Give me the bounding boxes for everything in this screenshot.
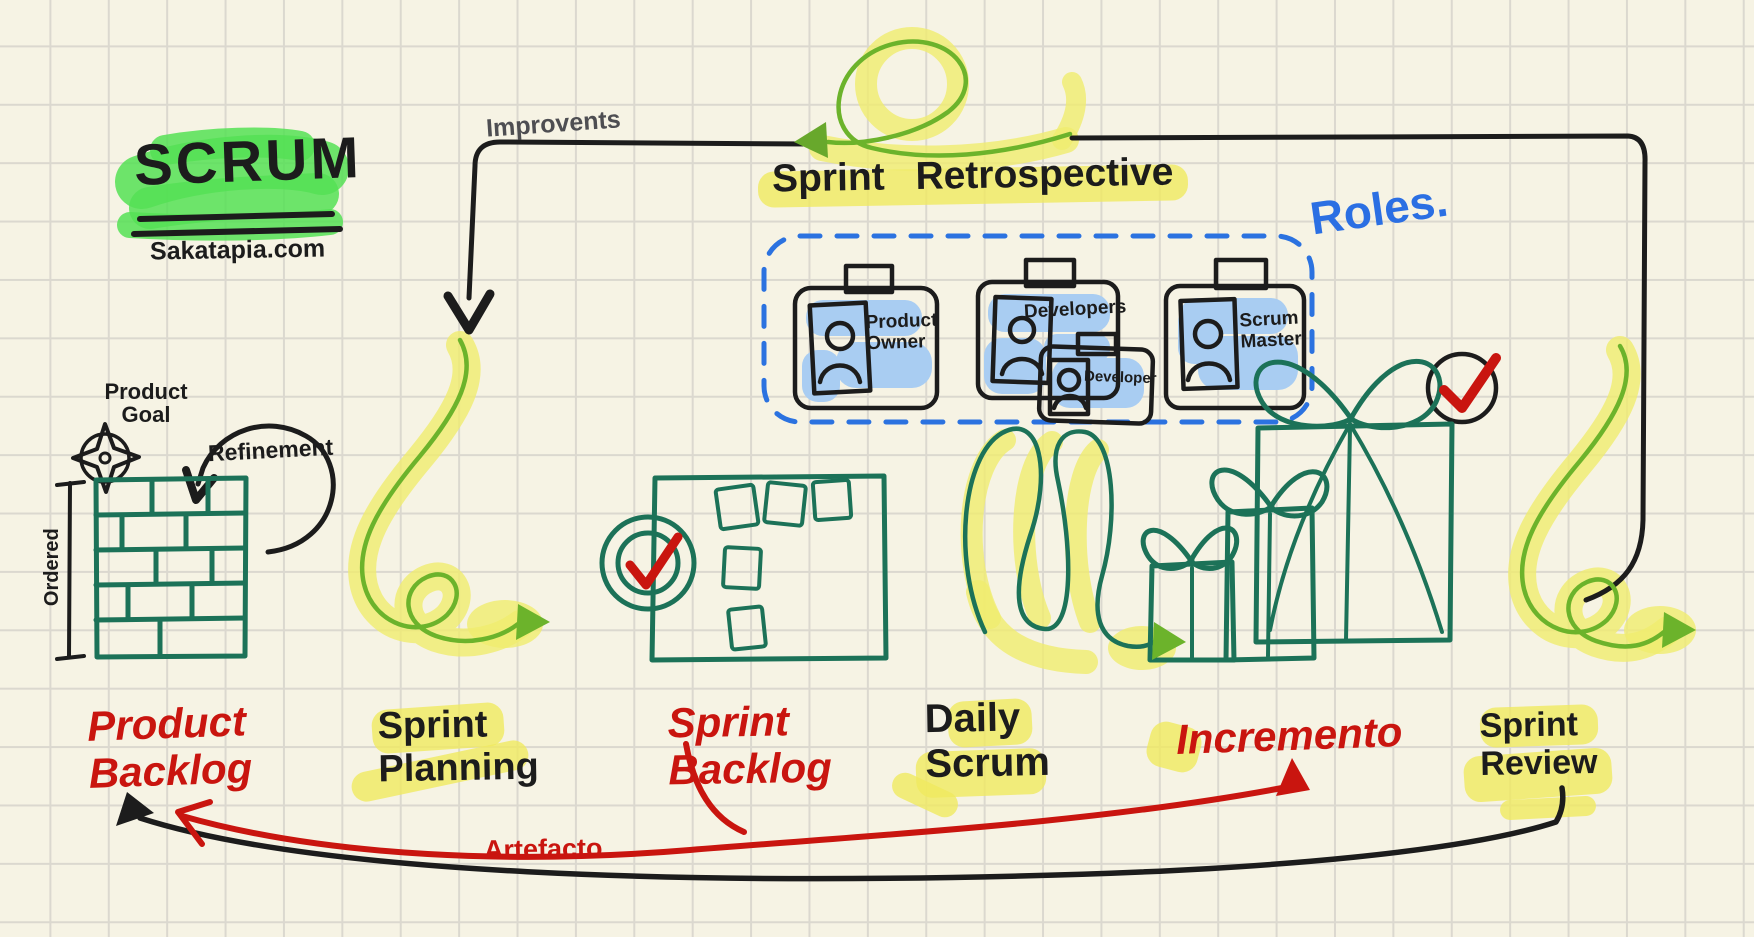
green-highlighter-scrum <box>115 127 349 241</box>
ordered-label: Ordered <box>40 528 63 607</box>
sprint-retrospective-label: Sprint Retrospective <box>771 150 1174 201</box>
sprint-planning-label: Sprint Planning <box>377 703 540 790</box>
red-ink-strokes <box>175 353 1501 860</box>
green-arrow-strokes <box>359 39 1667 649</box>
card-product-owner-label: Product Owner <box>865 309 938 355</box>
green-arrowhead-daily-scrum <box>1152 622 1186 660</box>
product-goal-label: Product Goal <box>104 379 188 428</box>
sprint-backlog-label: Sprint Backlog <box>667 697 833 794</box>
daily-scrum-label: Daily Scrum <box>924 695 1051 786</box>
black-arrowhead-product-backlog <box>116 792 154 826</box>
card-developer-label: Developer <box>1083 367 1157 388</box>
teal-green-drawings <box>93 358 1455 663</box>
incremento-label: Incremento <box>1175 708 1404 763</box>
green-arrowhead-retrospective <box>794 122 828 158</box>
site-label: Sakatapia.com <box>149 234 326 266</box>
card-scrum-master-label: Scrum Master <box>1238 307 1303 353</box>
roles-dashed-box <box>761 233 1315 425</box>
role-badge-cards <box>792 257 1307 426</box>
product-backlog-label: Product Backlog <box>86 697 253 797</box>
scrum-title: SCRUM <box>132 125 363 198</box>
red-arrowhead-incremento <box>1276 758 1310 796</box>
green-arrowhead-sprint-review-loop <box>1662 612 1696 648</box>
sprint-review-label: Sprint Review <box>1479 705 1598 784</box>
green-arrowhead-sprint-planning-loop <box>516 604 550 640</box>
artefacto-label: Artefacto <box>483 832 603 866</box>
